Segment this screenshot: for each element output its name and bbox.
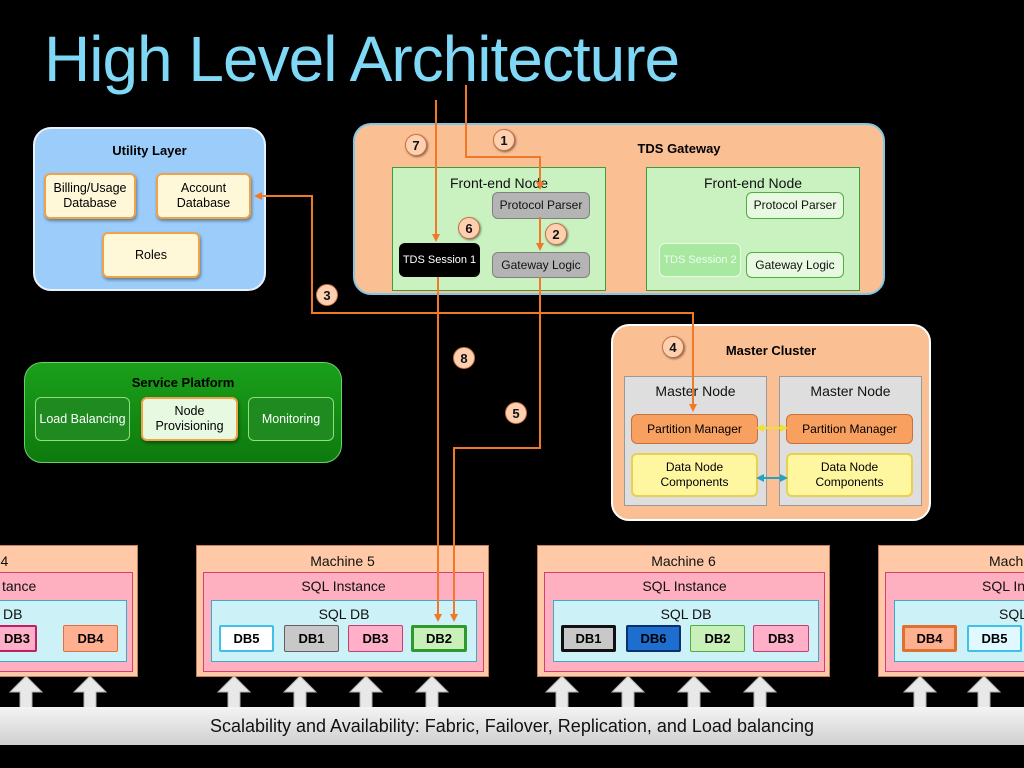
step-2-badge: 2 — [545, 223, 567, 245]
up-arrow-icon — [544, 675, 580, 709]
service-platform-title: Service Platform — [131, 375, 235, 390]
master-node-2-label: Master Node — [810, 383, 891, 399]
gateway-logic-2: Gateway Logic — [746, 252, 844, 278]
db-chip: DB1 — [561, 625, 616, 652]
tds-gateway-title: TDS Gateway — [637, 141, 721, 156]
step-3-badge: 3 — [316, 284, 338, 306]
db-chip: DB2 — [411, 625, 467, 652]
billing-usage-database: Billing/Usage Database — [44, 173, 136, 219]
front-end-node-1-label: Front-end Node — [449, 175, 549, 191]
page-title: High Level Architecture — [44, 23, 680, 95]
db-chip: DB3 — [753, 625, 809, 652]
db-chip: DB4 — [902, 625, 957, 652]
master-node-2: Master Node Partition Manager Data Node … — [779, 376, 922, 506]
machine-6-sql-instance: SQL Instance SQL DB DB1 DB6 DB2 DB3 — [544, 572, 825, 672]
arrow-step-1 — [465, 85, 544, 190]
machine-7-sql-db: SQL DB4 DB5 — [894, 600, 1024, 662]
up-arrow-icon — [610, 675, 646, 709]
up-arrow-icon — [902, 675, 938, 709]
machine-6-sql-db: SQL DB DB1 DB6 DB2 DB3 — [553, 600, 819, 662]
utility-layer-panel: Utility Layer Billing/Usage Database Acc… — [33, 127, 266, 291]
up-arrow-icon — [8, 675, 44, 709]
scalability-footer: Scalability and Availability: Fabric, Fa… — [0, 707, 1024, 745]
machine-7-label: Mach — [989, 553, 1024, 569]
data-node-components-2: Data Node Components — [786, 453, 913, 497]
step-1-badge: 1 — [493, 129, 515, 151]
up-arrow-icon — [742, 675, 778, 709]
machine-7-sql-db-label: SQL — [999, 606, 1024, 622]
node-provisioning-box: Node Provisioning — [141, 397, 238, 441]
machine-6-sql-instance-label: SQL Instance — [642, 578, 727, 594]
machine-6-label: Machine 6 — [651, 553, 716, 569]
machine-4-label: ne 4 — [0, 553, 9, 569]
db-chip: DB4 — [63, 625, 118, 652]
db-chip: DB1 — [284, 625, 339, 652]
up-arrows — [8, 675, 1002, 709]
machine-5-sql-db: SQL DB DB5 DB1 DB3 DB2 — [211, 600, 477, 662]
machine-6-sql-db-label: SQL DB — [660, 606, 712, 622]
up-arrow-icon — [282, 675, 318, 709]
machine-7-sql-instance: SQL In SQL DB4 DB5 — [885, 572, 1024, 672]
partition-manager-2: Partition Manager — [786, 414, 913, 444]
machine-4-sql-db-label: DB — [3, 606, 23, 622]
machine-5-sql-db-label: SQL DB — [318, 606, 370, 622]
step-6-badge: 6 — [458, 217, 480, 239]
protocol-parser-2: Protocol Parser — [746, 192, 844, 219]
utility-layer-title: Utility Layer — [112, 143, 187, 158]
up-arrow-icon — [676, 675, 712, 709]
db-chip: DB5 — [967, 625, 1022, 652]
arrow-step-5 — [450, 277, 541, 622]
roles-box: Roles — [102, 232, 200, 278]
step-4-badge: 4 — [662, 336, 684, 358]
db-chip: DB2 — [690, 625, 745, 652]
up-arrow-icon — [72, 675, 108, 709]
step-7-badge: 7 — [405, 134, 427, 156]
step-8-badge: 8 — [453, 347, 475, 369]
load-balancing-box: Load Balancing — [35, 397, 130, 441]
machine-4-sql-instance-label: tance — [2, 578, 37, 594]
arrow-step-3 — [254, 192, 697, 412]
machine-7-sql-instance-label: SQL In — [982, 578, 1024, 594]
machine-5-sql-instance-label: SQL Instance — [301, 578, 386, 594]
machine-4: ne 4 tance DB DB3 DB4 — [0, 545, 138, 677]
machine-5: Machine 5 SQL Instance SQL DB DB5 DB1 DB… — [196, 545, 489, 677]
front-end-node-2-label: Front-end Node — [703, 175, 803, 191]
partition-manager-1: Partition Manager — [631, 414, 758, 444]
up-arrow-icon — [348, 675, 384, 709]
machine-4-sql-instance: tance DB DB3 DB4 — [0, 572, 133, 672]
up-arrow-icon — [414, 675, 450, 709]
machine-5-label: Machine 5 — [310, 553, 375, 569]
machine-7: Mach SQL In SQL DB4 DB5 — [878, 545, 1024, 677]
front-end-node-2: Front-end Node Protocol Parser TDS Sessi… — [646, 167, 860, 291]
up-arrow-icon — [216, 675, 252, 709]
machine-4-sql-db: DB DB3 DB4 — [0, 600, 127, 662]
data-node-components-1: Data Node Components — [631, 453, 758, 497]
account-database: Account Database — [156, 173, 251, 219]
machine-6: Machine 6 SQL Instance SQL DB DB1 DB6 DB… — [537, 545, 830, 677]
db-chip: DB3 — [348, 625, 403, 652]
db-chip: DB6 — [626, 625, 681, 652]
step-5-badge: 5 — [505, 402, 527, 424]
master-cluster-title: Master Cluster — [725, 343, 817, 358]
db-chip: DB5 — [219, 625, 274, 652]
up-arrow-icon — [966, 675, 1002, 709]
db-chip: DB3 — [0, 625, 37, 652]
